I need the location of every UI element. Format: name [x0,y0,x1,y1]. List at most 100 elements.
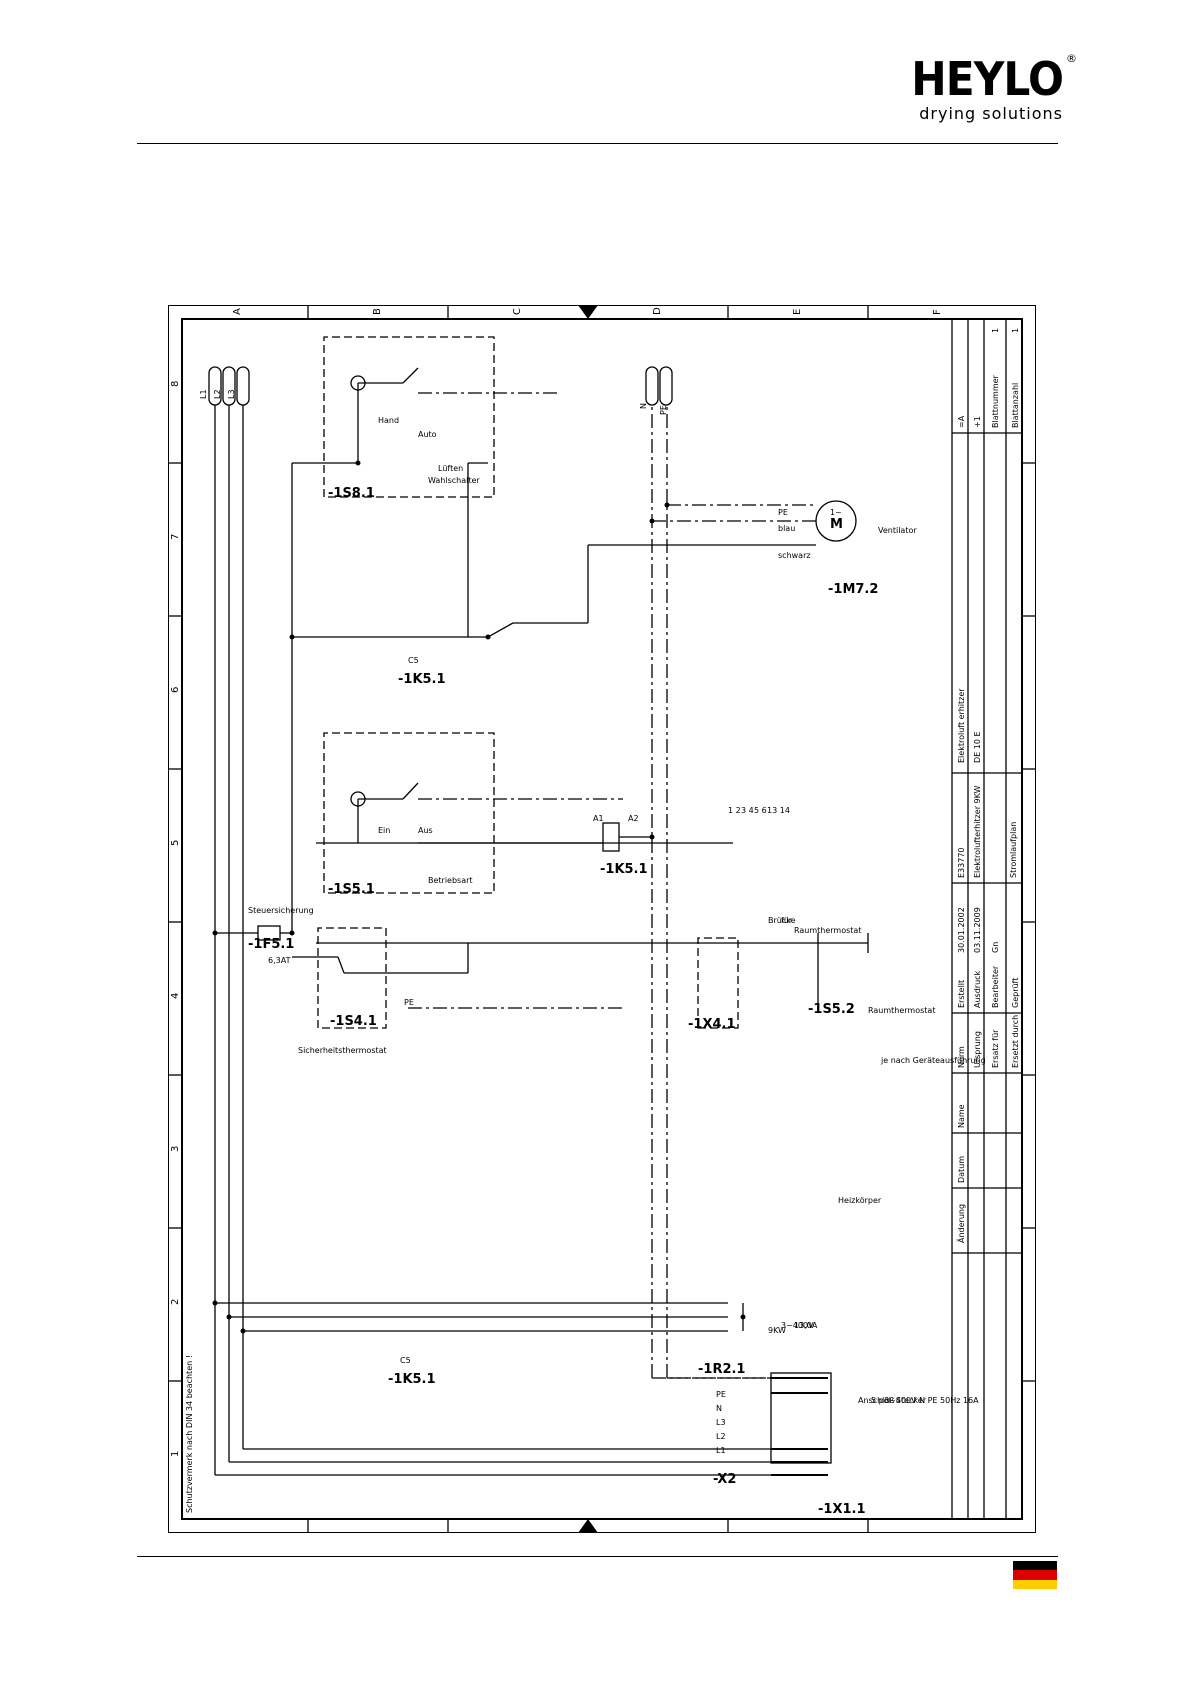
tb-checked-label: Geprüft [1011,978,1020,1008]
room-thermostat-1s5-2: -1S5.2 Raumthermostat je nach Geräteausf… [808,933,986,1065]
tb-sheet-no-label: Blattnummer [991,374,1000,428]
terminal-1x4-1: -1X4.1 Brücke für Raumthermostat [316,916,869,1032]
motor-symbol: M [830,517,843,532]
wiring-diagram: .ln { stroke:#000; fill:none; stroke-wid… [168,305,1036,1533]
fan-switch-label-2: Lüften [438,464,463,473]
tb-sheet-count-label: Blattanzahl [1011,383,1020,428]
x2-pin: L3 [716,1418,726,1427]
safety-thermostat-1s4-1: -1S4.1 Sicherheitsthermostat PE [292,927,623,1055]
fan-switch-id: -1S8.1 [328,486,375,501]
column-markers: 1 2 3 4 5 6 7 8 [168,381,1036,1457]
motor-wire-blue: blau [778,524,795,533]
mode-switch-off: Aus [418,826,433,835]
coil-a1: A1 [593,814,604,823]
footer-rule [137,1556,1058,1557]
tb-replaced-by-label: Ersetzt durch [1011,1015,1020,1068]
main-contactor-1k5-1: -1K5.1 C5 [212,1300,436,1387]
column-label: 4 [170,993,181,999]
fuse-id: -1F5.1 [248,937,294,952]
aux-contact-id: -1K5.1 [398,672,446,687]
column-label: 5 [170,840,181,846]
neutral-label: N [639,403,648,409]
tb-name-label: Name [957,1104,966,1128]
mode-switch-on: Ein [378,826,390,835]
tb-printed-label: Ausdruck [973,970,982,1008]
x2-pin: L1 [716,1446,726,1455]
column-label: 3 [170,1146,181,1152]
plug-label-3: 3~400V N PE 50Hz 16A [884,1396,979,1405]
contact-row: 1 2 [728,806,741,815]
terminal-x2: -X2 L1 L2 L3 N PE [713,1390,736,1487]
tb-replaces-label: Ersatz für [991,1029,1000,1068]
tb-sheet-no: 1 [991,328,1000,333]
tb-eq-code: =A [957,415,966,428]
motor-phase: 1~ [830,508,842,517]
mode-switch-label: Betriebsart [428,876,473,885]
heater-id: -1R2.1 [698,1362,745,1377]
tb-loc-code: +1 [973,416,982,428]
room-thermostat-id: -1S5.2 [808,1002,855,1017]
column-label: 2 [170,1299,181,1305]
heater-1r2-1: -1R2.1 Heizkörper 9KW 3~400V 13,0A [398,1196,882,1377]
coil-id: -1K5.1 [600,862,648,877]
tb-printed: 03.11.2009 [973,907,982,953]
plug-id: -1X1.1 [818,1502,866,1517]
registered-mark: ® [1066,52,1077,65]
tb-editor-label: Bearbeiter [991,965,1000,1008]
main-contactor-id: -1K5.1 [388,1372,436,1387]
room-thermostat-label-2: je nach Geräteausführung [880,1056,986,1065]
tb-change-label: Änderung [956,1204,966,1243]
tb-sheet-count: 1 [1011,328,1020,333]
neutral-pe-bus: N PE [639,366,771,1379]
row-label: B [372,308,383,315]
fan-switch-1s8-1: -1S8.1 Wahlschalter Lüften Auto Hand [292,336,558,637]
tb-title-2: DE 10 E [973,731,982,763]
tb-created: 30.01.2002 [957,907,966,953]
motor-1m7-2: M 1~ -1M7.2 Ventilator schwarz blau PE [587,500,917,623]
contactor-coil-1k5-1: -1K5.1 A1 A2 [418,814,655,877]
x4-id: -1X4.1 [688,1017,736,1032]
room-thermostat-label-1: Raumthermostat [868,1006,935,1015]
column-label: 1 [170,1451,181,1457]
column-label: 6 [170,687,181,693]
tb-title-1: Elektroluft erhitzer [957,688,966,763]
mode-switch-id: -1S5.1 [328,882,375,897]
header-rule [137,143,1058,144]
heater-current: 13,0A [794,1321,818,1330]
coil-a2: A2 [628,814,639,823]
rotated-sheet: 1 2 3 4 5 6 7 8 A B C D E F Schutzvermer… [168,305,1036,1533]
contact-row: 13 14 [767,806,790,815]
heater-power: 9KW [768,1326,786,1335]
motor-label: Ventilator [878,526,917,535]
x4-bridge-3: Raumthermostat [794,926,861,935]
fan-switch-hand: Hand [378,416,399,425]
safety-thermostat-label: Sicherheitsthermostat [298,1046,387,1055]
motor-wire-pe: PE [778,508,788,517]
title-block: Änderung Datum Name Norm Ursprung Ersatz… [951,319,1022,1519]
safety-thermostat-pe: PE [404,998,414,1007]
x2-pin: N [716,1404,722,1413]
fuse-1f5-1: -1F5.1 6,3AT Steuersicherung [212,906,314,965]
row-label: A [232,308,243,315]
fan-switch-label-1: Wahlschalter [428,476,480,485]
x4-bridge-1: Brücke [768,916,796,925]
contact-row: 5 6 [754,806,767,815]
tb-origin-label: Ursprung [973,1031,982,1068]
row-label: F [932,309,943,315]
tb-sheet-type: Stromlaufplan [1009,822,1018,878]
tb-created-label: Erstellt [957,980,966,1008]
contact-table: 1 2 3 4 5 6 13 14 [728,806,790,815]
motor-id: -1M7.2 [828,582,878,597]
phase-label: L3 [227,389,236,399]
contact-row: 3 4 [741,806,754,815]
heater-voltage: 3~400V [781,1321,814,1330]
row-markers: A B C D E F [232,305,943,1533]
x2-pin: PE [716,1390,726,1399]
row-label: D [652,307,663,315]
tb-date-label: Datum [957,1156,966,1183]
logo-wordmark: HEYLO [911,52,1064,106]
x2-pin: L2 [716,1432,726,1441]
row-label: C [512,308,523,315]
plug-1x1-1: -1X1.1 Anschluß 5 pol. Stecker 3~400V N … [770,1372,979,1517]
aux-contact-ref: C5 [408,656,419,665]
